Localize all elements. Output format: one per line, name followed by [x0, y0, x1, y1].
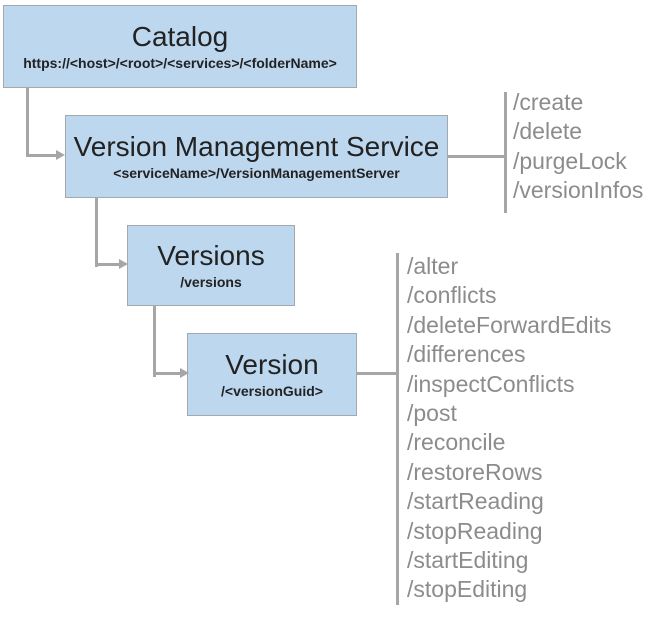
- connector-vms-versions-vertical: [95, 198, 98, 267]
- operation-label: /restoreRows: [407, 458, 543, 485]
- operation-label: /alter: [407, 253, 459, 279]
- operation-label: /post: [407, 400, 457, 427]
- operation-label: /startEditing: [407, 547, 529, 574]
- operation-label: /stopEditing: [407, 576, 528, 603]
- node-version-path: /<versionGuid>: [221, 383, 323, 400]
- arrowhead-icon: [119, 259, 128, 269]
- operation-label: /conflicts: [407, 282, 497, 309]
- node-version-title: Version: [225, 348, 319, 380]
- arrowhead-icon: [180, 368, 189, 378]
- connector-version-ops-horizontal: [357, 372, 397, 375]
- node-versions: Versions /versions: [127, 225, 295, 306]
- connector-vms-versions-horizontal: [95, 263, 120, 266]
- operation-label: /differences: [407, 341, 526, 368]
- vms-ops-bracket-line: [504, 92, 507, 213]
- node-catalog-url: https://<host>/<root>/<services>/<folder…: [23, 55, 337, 72]
- operation-label: /startReading: [407, 488, 544, 515]
- version-ops-bracket-line: [396, 253, 399, 605]
- operation-label: /purgeLock: [513, 147, 627, 174]
- operation-label: /deleteForwardEdits: [407, 311, 612, 338]
- node-versions-path: /versions: [180, 274, 242, 291]
- operation-label: /stopReading: [407, 517, 543, 544]
- operation-label: /delete: [513, 118, 583, 145]
- connector-versions-version-horizontal: [153, 372, 181, 375]
- node-catalog-title: Catalog: [131, 20, 229, 52]
- connector-catalog-vms-horizontal: [26, 154, 57, 157]
- arrowhead-icon: [56, 150, 65, 160]
- version-operations-list: /alter /conflicts /deleteForwardEdits /d…: [407, 252, 612, 605]
- vms-operations-list: /create /delete /purgeLock /versionInfos: [513, 88, 643, 206]
- node-catalog: Catalog https://<host>/<root>/<services>…: [3, 5, 357, 88]
- operation-label: /create: [513, 89, 584, 115]
- connector-vms-ops-horizontal: [448, 155, 505, 158]
- connector-catalog-vms-vertical: [26, 88, 29, 157]
- node-versions-title: Versions: [157, 239, 265, 271]
- node-vms-path: <serviceName>/VersionManagementServer: [113, 165, 400, 182]
- node-version: Version /<versionGuid>: [187, 333, 357, 416]
- operation-label: /reconcile: [407, 429, 506, 456]
- node-version-management-service: Version Management Service <serviceName>…: [65, 115, 448, 198]
- operation-label: /versionInfos: [513, 177, 644, 204]
- connector-versions-version-vertical: [153, 306, 156, 377]
- node-vms-title: Version Management Service: [73, 130, 440, 162]
- operation-label: /inspectConflicts: [407, 370, 575, 397]
